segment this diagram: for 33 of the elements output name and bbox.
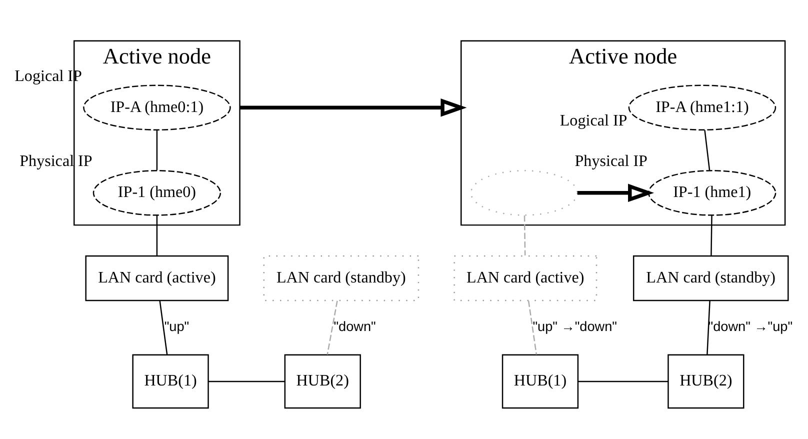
node-box: LAN card (standby): [632, 255, 789, 302]
node-box: HUB(1): [502, 354, 579, 409]
connector: [208, 380, 285, 382]
node-label: Physical IP: [574, 153, 648, 170]
node-ellipse: IP-A (hme1:1): [628, 84, 776, 130]
connector: [704, 130, 710, 170]
node-box: HUB(2): [284, 354, 361, 409]
node-ellipse: [470, 170, 578, 216]
node-label: Logical IP: [560, 112, 628, 130]
connector: [710, 215, 712, 256]
edge-label: "up" →"down": [532, 319, 618, 334]
connector: [528, 300, 538, 355]
connector: [578, 380, 668, 382]
arrow: [240, 98, 467, 117]
edge-label: "down": [334, 319, 376, 334]
edge-label: "up": [164, 319, 190, 334]
node-ellipse: IP-1 (hme0): [92, 170, 222, 216]
node-box: HUB(2): [668, 354, 744, 409]
node-box: LAN card (active): [454, 255, 598, 302]
edge-label: "down" →"up": [708, 319, 793, 334]
connector: [706, 300, 710, 355]
connector: [156, 215, 158, 256]
node-label: Physical IP: [20, 153, 92, 170]
connector: [524, 215, 526, 256]
node-ellipse: IP-A (hme0:1): [83, 84, 231, 130]
node-box: LAN card (standby): [263, 255, 420, 302]
node-ellipse: IP-1 (hme1): [648, 170, 776, 216]
connector: [156, 130, 158, 170]
connector: [326, 300, 338, 355]
node-box: HUB(1): [132, 354, 209, 409]
connector: [159, 300, 168, 355]
arrow: [577, 184, 654, 202]
node-box: LAN card (active): [85, 255, 229, 302]
